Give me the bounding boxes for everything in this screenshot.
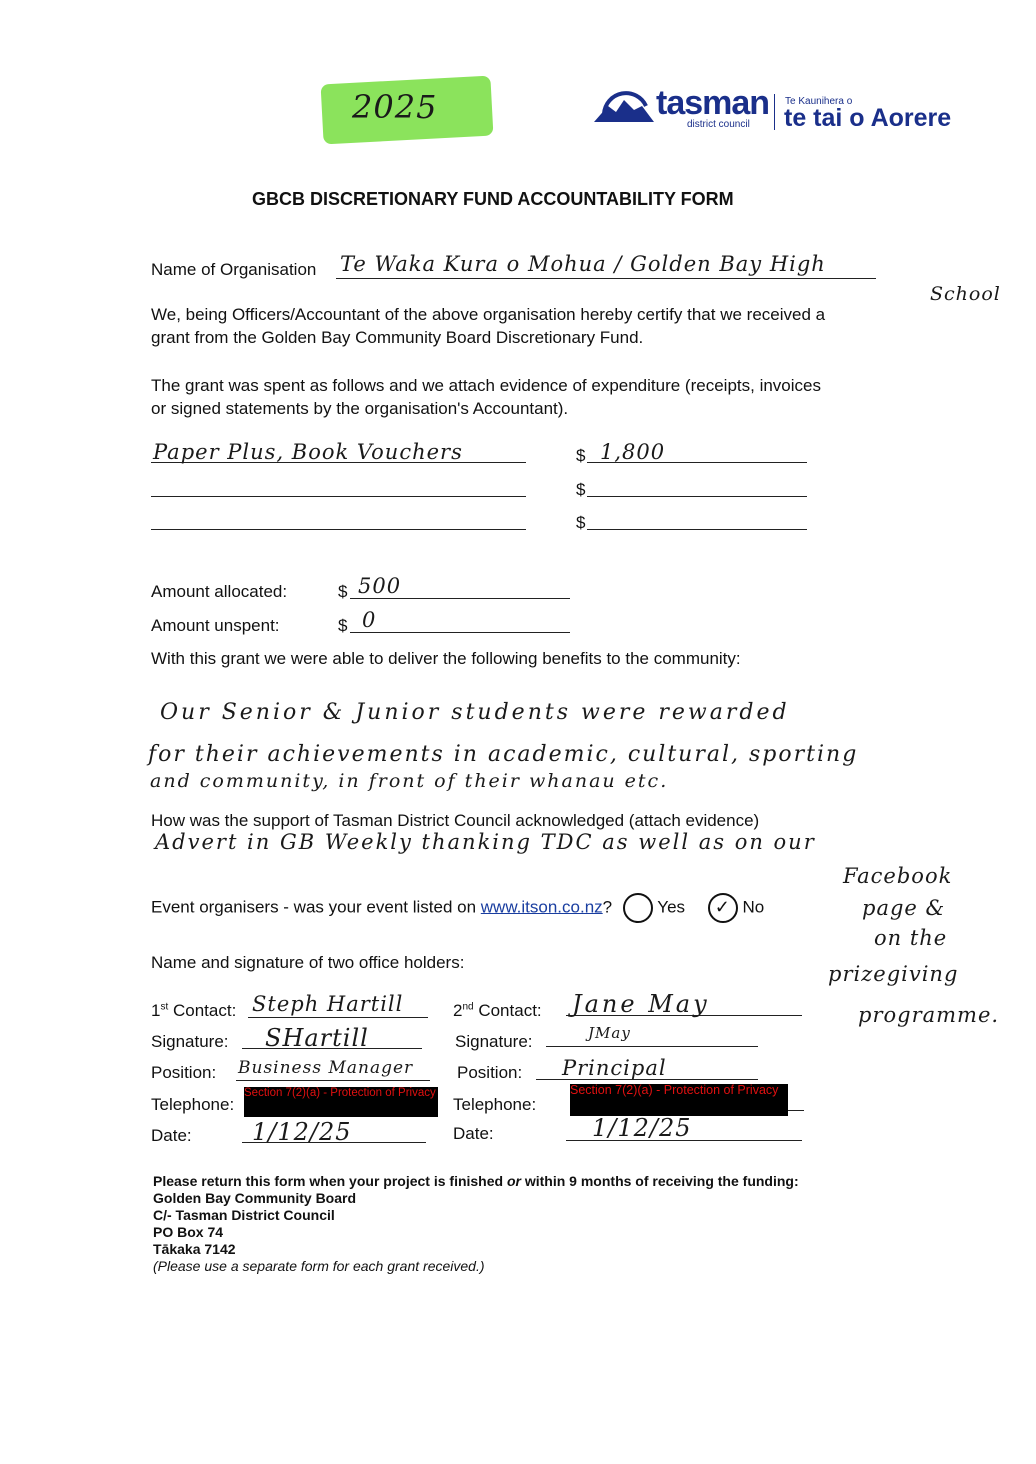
date-label: Date:	[151, 1126, 192, 1145]
org-value: Te Waka Kura o Mohua / Golden Bay High	[340, 252, 826, 276]
acknowledge-margin-text: Facebook	[843, 864, 953, 888]
event-question: Event organisers - was your event listed…	[151, 893, 764, 923]
contact-2-position: Principal	[562, 1056, 667, 1080]
holders-label: Name and signature of two office holders…	[151, 953, 465, 972]
logo-divider	[774, 94, 775, 130]
unspent-value: 0	[362, 608, 377, 632]
acknowledge-text: Advert in GB Weekly thanking TDC as well…	[155, 830, 816, 854]
certify-text-2: grant from the Golden Bay Community Boar…	[151, 328, 644, 347]
currency: $	[576, 446, 586, 465]
address-line: Tākaka 7142	[153, 1241, 236, 1257]
acknowledge-label: How was the support of Tasman District C…	[151, 811, 760, 830]
logo-maori-small: Te Kaunihera o	[785, 96, 853, 107]
contact-2-date: 1/12/25	[592, 1114, 692, 1142]
contact-2-name: Jane May	[572, 990, 710, 1018]
allocated-value: 500	[358, 574, 402, 598]
line	[536, 1079, 758, 1080]
contact-1-position: Business Manager	[238, 1058, 414, 1078]
certify-text: We, being Officers/Accountant of the abo…	[151, 305, 826, 324]
line	[566, 1015, 802, 1016]
logo-maori-large: te tai o Aorere	[784, 104, 952, 132]
benefits-text-3: and community, in front of their whanau …	[150, 770, 669, 792]
expense-amount-line	[587, 496, 807, 497]
form-title: GBCB DISCRETIONARY FUND ACCOUNTABILITY F…	[252, 189, 734, 209]
contact-1-label: 1st Contact:	[151, 1001, 237, 1020]
line	[248, 1017, 428, 1018]
position-label: Position:	[151, 1063, 217, 1082]
logo-sub: district council	[687, 119, 750, 130]
acknowledge-margin-text: on the	[874, 926, 948, 950]
org-line	[336, 278, 876, 279]
contact-1-signature: SHartill	[265, 1024, 369, 1052]
allocated-label: Amount allocated:	[151, 582, 288, 601]
telephone-label: Telephone:	[151, 1095, 235, 1114]
line	[566, 1140, 802, 1141]
allocated-line	[350, 598, 570, 599]
footer-note: (Please use a separate form for each gra…	[153, 1258, 485, 1274]
spent-text: The grant was spent as follows and we at…	[151, 376, 821, 395]
date-label: Date:	[453, 1124, 494, 1143]
currency: $	[576, 480, 586, 499]
expense-amount: 1,800	[600, 440, 666, 464]
expense-item-line	[151, 462, 526, 463]
signature-label: Signature:	[455, 1032, 533, 1051]
expense-item: Paper Plus, Book Vouchers	[153, 440, 463, 464]
currency: $	[338, 616, 348, 635]
telephone-label: Telephone:	[453, 1095, 537, 1114]
event-label: Event organisers - was your event listed…	[151, 897, 481, 917]
redaction-box: Section 7(2)(a) - Protection of Privacy	[570, 1084, 788, 1116]
expense-item-line	[151, 529, 526, 530]
yes-label: Yes	[657, 897, 686, 917]
org-value-2: School	[930, 283, 1001, 305]
expense-item-line	[151, 496, 526, 497]
year-stamp-text: 2025	[352, 88, 438, 126]
address-line: Golden Bay Community Board	[153, 1190, 357, 1206]
acknowledge-margin-text: page &	[862, 896, 946, 920]
expense-amount-line	[587, 529, 807, 530]
line	[546, 1046, 758, 1047]
return-instructions: Please return this form when your projec…	[153, 1173, 799, 1189]
contact-2-signature: JMay	[588, 1024, 631, 1042]
spent-text-2: or signed statements by the organisation…	[151, 399, 569, 418]
unspent-line	[350, 632, 570, 633]
question-mark: ?	[602, 897, 613, 917]
org-label: Name of Organisation	[151, 260, 317, 279]
acknowledge-margin-text: programme.	[858, 1003, 1000, 1027]
line	[242, 1048, 422, 1049]
itson-link[interactable]: www.itson.co.nz	[480, 897, 603, 917]
currency: $	[576, 513, 586, 532]
benefits-text-2: for their achievements in academic, cult…	[148, 742, 859, 767]
line	[236, 1080, 430, 1081]
redaction-box: Section 7(2)(a) - Protection of Privacy	[244, 1087, 438, 1117]
benefits-text: Our Senior & Junior students were reward…	[160, 700, 790, 725]
no-label: No	[742, 897, 765, 917]
expense-amount-line	[587, 462, 807, 463]
line	[242, 1142, 426, 1143]
no-radio-checked[interactable]: ✓	[707, 893, 738, 923]
logo-name: tasman	[656, 84, 770, 122]
contact-1-name: Steph Hartill	[252, 992, 404, 1016]
address-line: C/- Tasman District Council	[153, 1207, 335, 1223]
mountain-logo-icon	[594, 91, 654, 122]
signature-label: Signature:	[151, 1032, 229, 1051]
contact-1-date: 1/12/25	[252, 1118, 352, 1146]
address-line: PO Box 74	[153, 1224, 224, 1240]
position-label: Position:	[457, 1063, 523, 1082]
contact-2-label: 2nd Contact:	[453, 1001, 542, 1020]
unspent-label: Amount unspent:	[151, 616, 280, 635]
acknowledge-margin-text: prizegiving	[828, 962, 959, 986]
currency: $	[338, 582, 348, 601]
benefits-label: With this grant we were able to deliver …	[151, 649, 741, 668]
yes-radio[interactable]	[622, 893, 653, 923]
